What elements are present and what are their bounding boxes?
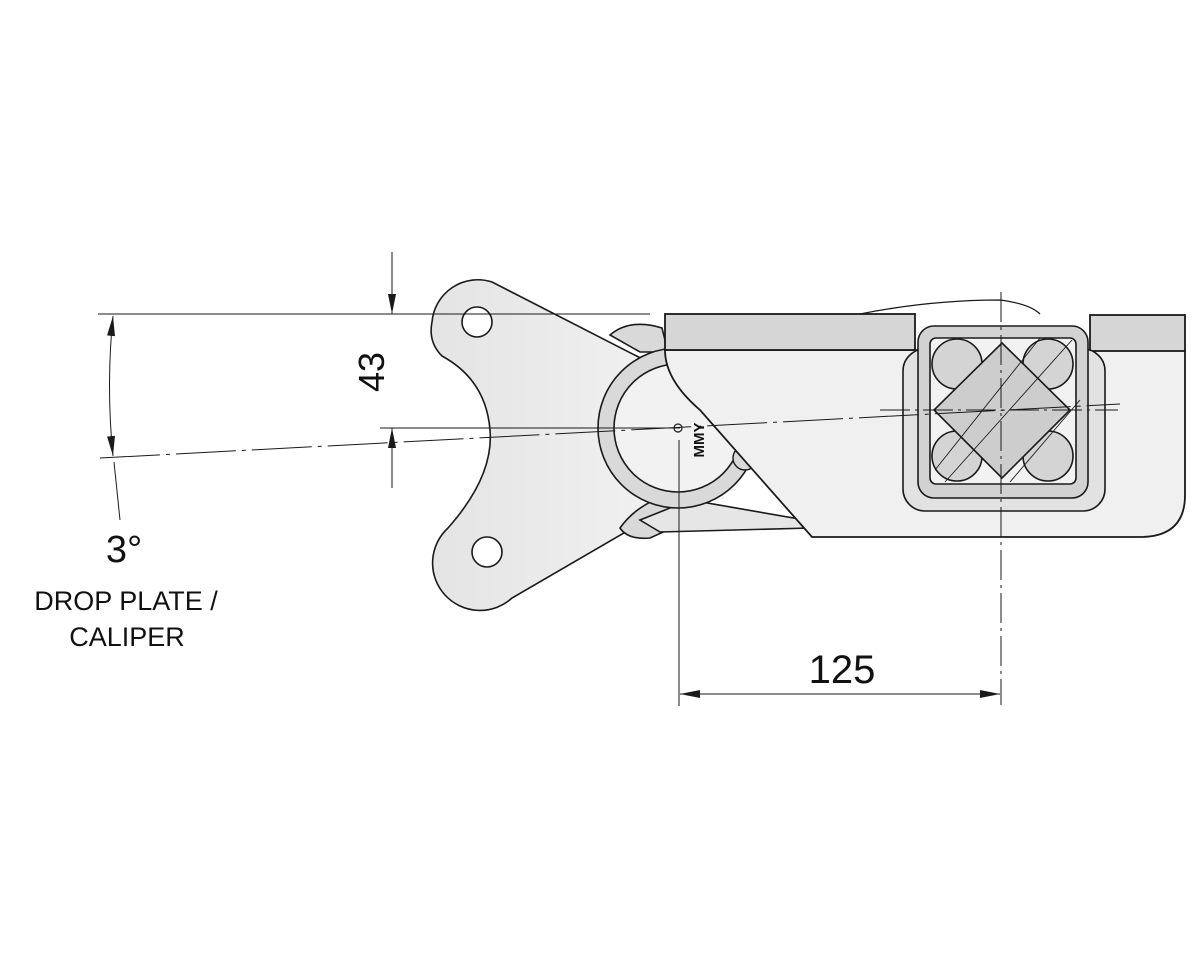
dimension-angle xyxy=(107,315,121,521)
dimension-angle-label: 3° xyxy=(106,529,142,571)
mount-hole-bottom xyxy=(471,536,503,568)
square-tube xyxy=(902,325,1106,512)
dimension-43 xyxy=(98,252,680,488)
dimension-125 xyxy=(678,440,1000,706)
center-lines xyxy=(99,292,1121,705)
caption-line-1: DROP PLATE / xyxy=(34,586,218,616)
drop-plate xyxy=(430,279,661,612)
mount-hole-top xyxy=(461,306,493,338)
caption-line-2: CALIPER xyxy=(69,622,185,652)
dimension-125-label: 125 xyxy=(809,648,876,692)
brand-mark: MMY xyxy=(691,423,708,458)
dimension-43-label: 43 xyxy=(351,352,392,392)
